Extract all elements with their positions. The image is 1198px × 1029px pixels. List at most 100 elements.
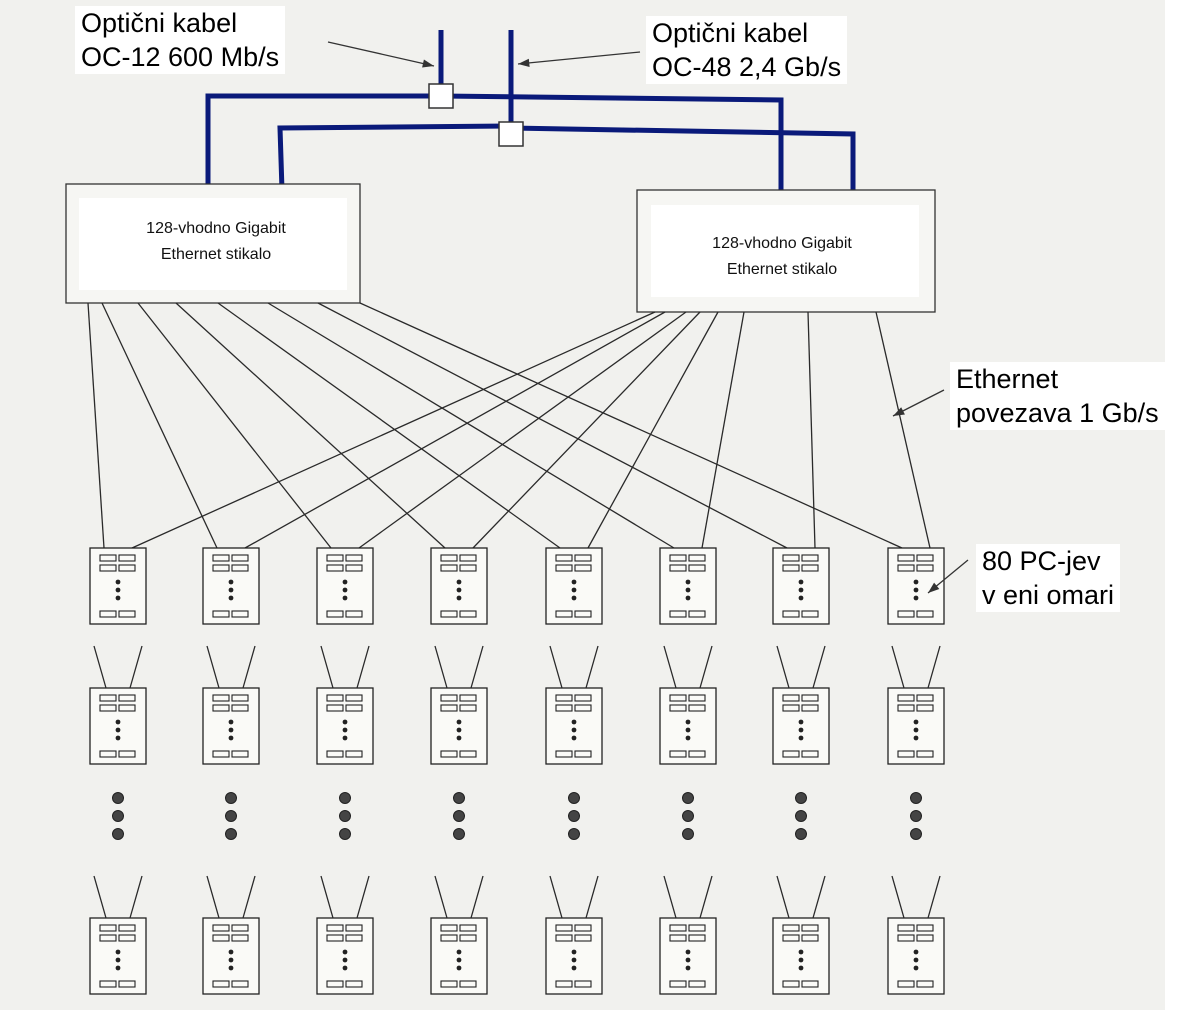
rack-cabinet xyxy=(772,917,830,995)
ellipsis-dot xyxy=(568,792,580,804)
server-slot xyxy=(897,750,915,758)
rack-dot xyxy=(571,965,577,971)
server-slot xyxy=(345,610,363,618)
rack-uplink xyxy=(812,875,826,919)
rack-cabinet xyxy=(772,687,830,765)
server-slot xyxy=(99,610,117,618)
server-slot xyxy=(801,554,819,562)
rack-uplink xyxy=(356,875,370,919)
server-slot xyxy=(118,554,136,562)
server-slot xyxy=(345,694,363,702)
server-slot xyxy=(459,610,477,618)
server-slot xyxy=(574,554,592,562)
server-slot xyxy=(345,750,363,758)
server-slot xyxy=(459,694,477,702)
server-slot xyxy=(99,980,117,988)
server-slot xyxy=(688,610,706,618)
rack-dot xyxy=(228,595,234,601)
fiber-cable xyxy=(510,125,856,190)
fiber-oc48-line-1: Optični kabel xyxy=(652,18,809,48)
rack-cabinet xyxy=(89,687,147,765)
server-slot xyxy=(669,934,687,942)
server-slot xyxy=(212,980,230,988)
server-slot xyxy=(669,694,687,702)
rack-dot xyxy=(913,595,919,601)
server-slot xyxy=(99,704,117,712)
server-slot xyxy=(459,554,477,562)
rack-dot xyxy=(571,587,577,593)
rack-dot xyxy=(456,727,462,733)
server-slot xyxy=(459,934,477,942)
server-slot xyxy=(118,694,136,702)
server-slot xyxy=(916,564,934,572)
server-slot xyxy=(212,564,230,572)
fiber-splitter xyxy=(428,83,454,109)
server-slot xyxy=(897,564,915,572)
ethernet-link xyxy=(875,311,931,549)
ellipsis-dot xyxy=(910,792,922,804)
pc-rack xyxy=(772,547,830,625)
rack-dot xyxy=(115,957,121,963)
pc-rack xyxy=(659,687,717,765)
rack-cabinet xyxy=(772,547,830,625)
server-slot xyxy=(897,694,915,702)
server-slot xyxy=(345,554,363,562)
rack-dot xyxy=(228,735,234,741)
server-slot xyxy=(555,694,573,702)
pc-racks xyxy=(89,547,945,995)
server-slot xyxy=(118,934,136,942)
rack-uplink xyxy=(93,645,107,689)
ellipsis-dot xyxy=(225,792,237,804)
server-slot xyxy=(555,934,573,942)
rack-dot xyxy=(115,965,121,971)
ethernet-link xyxy=(317,302,788,549)
server-slot xyxy=(555,704,573,712)
ethernet-link xyxy=(137,302,332,549)
rack-dot xyxy=(685,579,691,585)
rack-dot xyxy=(571,727,577,733)
server-slot xyxy=(916,554,934,562)
rack-cabinet xyxy=(430,917,488,995)
rack-dot xyxy=(685,957,691,963)
server-slot xyxy=(782,750,800,758)
server-slot xyxy=(782,610,800,618)
rack-dot xyxy=(115,595,121,601)
rack-uplink xyxy=(927,645,941,689)
rack-dot xyxy=(913,735,919,741)
ethernet-link xyxy=(359,302,903,549)
server-slot xyxy=(345,924,363,932)
server-slot xyxy=(440,924,458,932)
ethernet-link xyxy=(358,311,687,549)
fiber-splitter xyxy=(498,121,524,147)
rack-uplink xyxy=(812,645,826,689)
switch-2-line-1: 128-vhodno Gigabit xyxy=(712,235,852,252)
server-slot xyxy=(574,694,592,702)
ellipsis-dot xyxy=(112,792,124,804)
server-slot xyxy=(99,694,117,702)
server-slot xyxy=(669,610,687,618)
server-slot xyxy=(231,980,249,988)
rack-dot xyxy=(685,735,691,741)
pc-rack xyxy=(887,547,945,625)
rack-dot xyxy=(456,587,462,593)
server-slot xyxy=(916,750,934,758)
rack-uplink xyxy=(470,875,484,919)
rack-dot xyxy=(228,719,234,725)
server-slot xyxy=(574,610,592,618)
server-slot xyxy=(555,750,573,758)
rack-dot xyxy=(685,965,691,971)
rack-uplink xyxy=(320,645,334,689)
rack-cabinet xyxy=(202,917,260,995)
pc-rack xyxy=(430,917,488,995)
rack-uplink xyxy=(927,875,941,919)
rack-uplink xyxy=(129,875,143,919)
server-slot xyxy=(801,610,819,618)
rack-cabinet xyxy=(545,547,603,625)
server-slot xyxy=(574,980,592,988)
rack-dot xyxy=(571,949,577,955)
server-slot xyxy=(669,564,687,572)
server-slot xyxy=(440,704,458,712)
rack-dot xyxy=(115,719,121,725)
rack-dot xyxy=(571,735,577,741)
